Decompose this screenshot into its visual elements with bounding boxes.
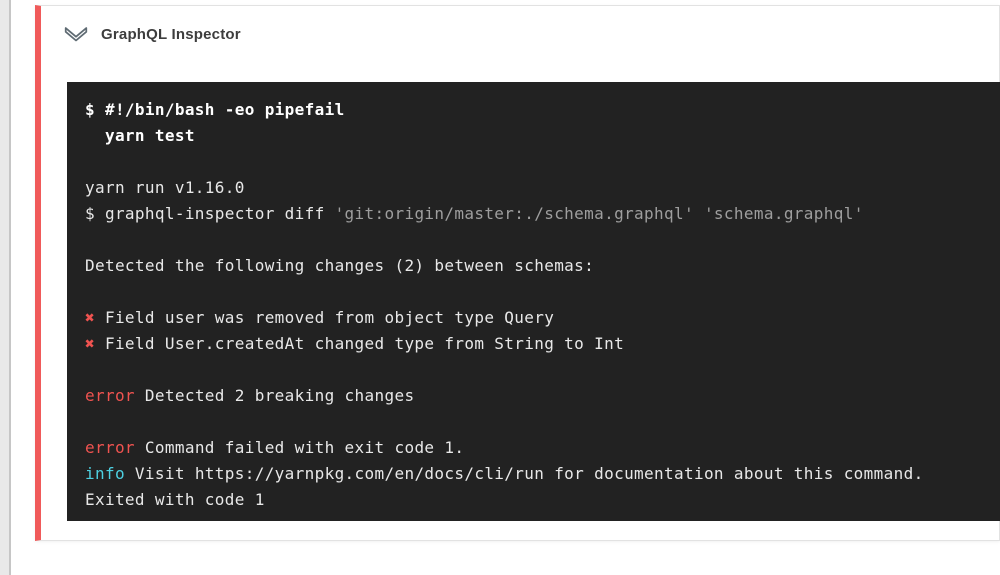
step-header: GraphQL Inspector bbox=[41, 6, 999, 62]
terminal-line: error Detected 2 breaking changes bbox=[85, 383, 982, 409]
terminal-line bbox=[85, 357, 982, 383]
terminal-segment bbox=[694, 204, 704, 223]
terminal-segment: error bbox=[85, 438, 135, 457]
chevron-down-icon bbox=[64, 27, 88, 42]
collapse-toggle[interactable] bbox=[63, 24, 89, 44]
left-rail bbox=[0, 0, 11, 575]
terminal-segment: Field user was removed from object type … bbox=[94, 308, 555, 327]
terminal-segment: info bbox=[85, 464, 125, 483]
terminal-line: yarn run v1.16.0 bbox=[85, 175, 982, 201]
terminal-segment: error bbox=[85, 386, 135, 405]
terminal-line: error Command failed with exit code 1. bbox=[85, 435, 982, 461]
terminal-segment: Detected the following changes (2) betwe… bbox=[85, 256, 595, 275]
terminal-line: Exited with code 1 bbox=[85, 487, 982, 513]
build-step-card: GraphQL Inspector $ #!/bin/bash -eo pipe… bbox=[35, 5, 1000, 541]
terminal-segment: Detected 2 breaking changes bbox=[134, 386, 415, 405]
terminal-line: Detected the following changes (2) betwe… bbox=[85, 253, 982, 279]
terminal-line: $ #!/bin/bash -eo pipefail bbox=[85, 97, 982, 123]
terminal-line bbox=[85, 149, 982, 175]
terminal-line: ✖ Field user was removed from object typ… bbox=[85, 305, 982, 331]
terminal-segment: $ #!/bin/bash -eo pipefail bbox=[85, 100, 345, 119]
step-title: GraphQL Inspector bbox=[101, 25, 241, 43]
terminal-segment: yarn run v1.16.0 bbox=[85, 178, 245, 197]
terminal-output: $ #!/bin/bash -eo pipefail yarn test yar… bbox=[67, 82, 1000, 521]
terminal-segment: Command failed with exit code 1. bbox=[134, 438, 465, 457]
terminal-line: ✖ Field User.createdAt changed type from… bbox=[85, 331, 982, 357]
terminal-segment: ✖ bbox=[85, 334, 95, 353]
terminal-line: yarn test bbox=[85, 123, 982, 149]
terminal-segment: 'schema.graphql' bbox=[703, 204, 864, 223]
terminal-segment: Visit https://yarnpkg.com/en/docs/cli/ru… bbox=[124, 464, 924, 483]
terminal-segment: ✖ bbox=[85, 308, 95, 327]
terminal-line: $ graphql-inspector diff 'git:origin/mas… bbox=[85, 201, 982, 227]
terminal-line bbox=[85, 409, 982, 435]
terminal-segment: 'git:origin/master:./schema.graphql' bbox=[334, 204, 694, 223]
terminal-segment: Exited with code 1 bbox=[85, 490, 265, 509]
terminal-segment: yarn test bbox=[85, 126, 195, 145]
terminal-line bbox=[85, 227, 982, 253]
terminal-line bbox=[85, 279, 982, 305]
terminal-line: info Visit https://yarnpkg.com/en/docs/c… bbox=[85, 461, 982, 487]
terminal-segment: Field User.createdAt changed type from S… bbox=[94, 334, 625, 353]
terminal-segment: $ graphql-inspector diff bbox=[85, 204, 335, 223]
